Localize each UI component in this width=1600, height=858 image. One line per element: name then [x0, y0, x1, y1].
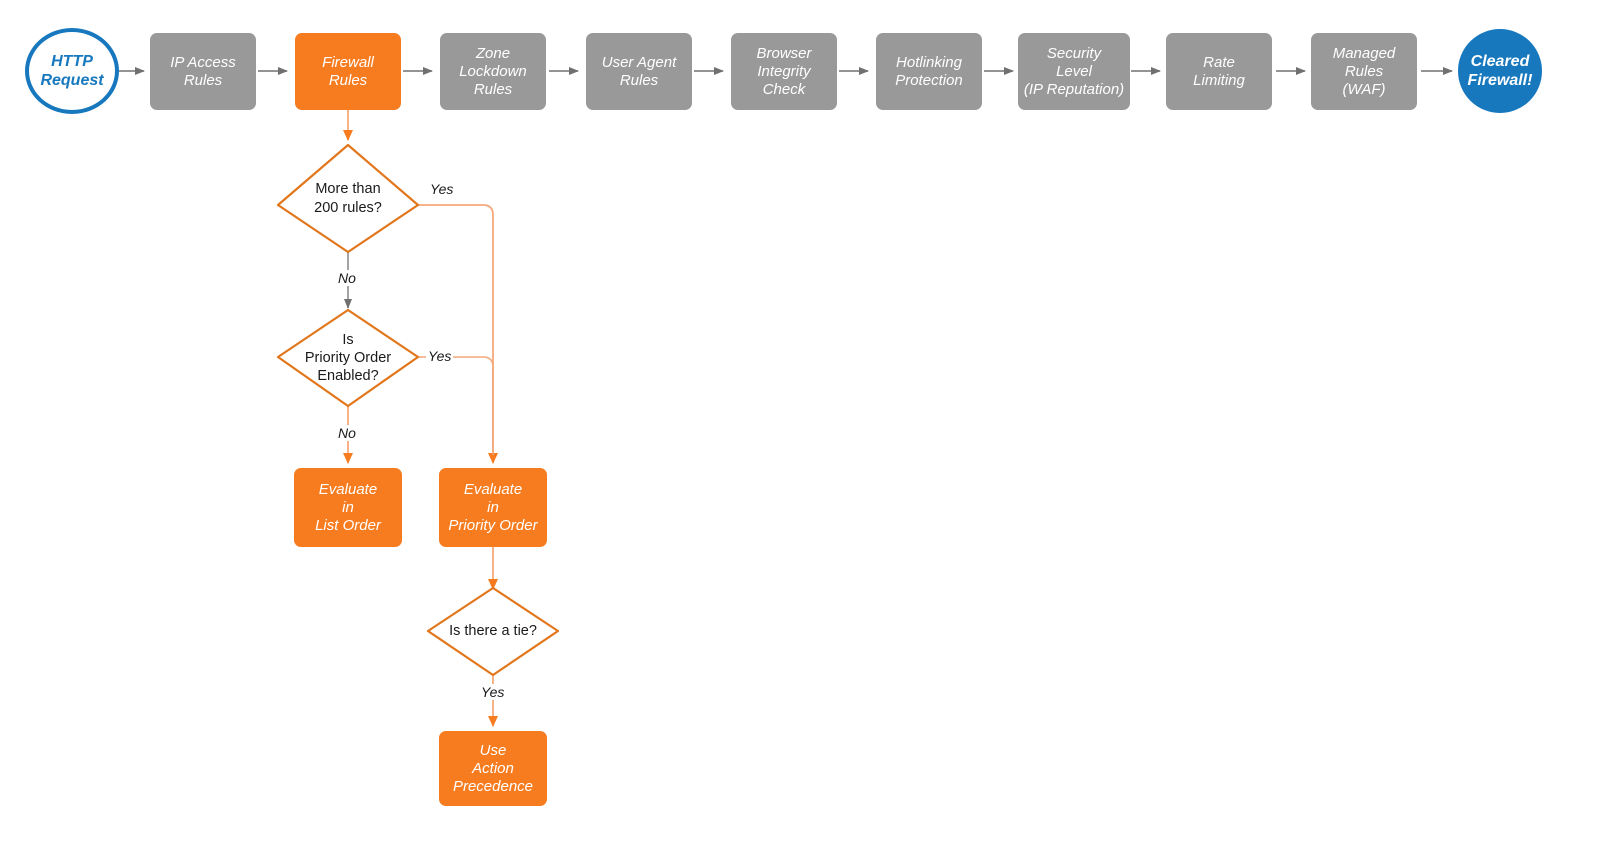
node-use-action-precedence-label: Use Action Precedence [452, 741, 534, 795]
edge-more-than-200-yes [418, 204, 498, 464]
node-evaluate-in-list-order[interactable]: Evaluate in List Order [294, 468, 402, 547]
edge-label-priority-order-no: No [336, 425, 358, 441]
node-http-request-label: HTTP Request [40, 52, 104, 89]
decision-is-there-a-tie[interactable]: Is there a tie? [428, 588, 558, 675]
node-security-level-label: Security Level (IP Reputation) [1023, 44, 1125, 98]
decision-is-priority-order-enabled[interactable]: Is Priority Order Enabled? [278, 310, 418, 406]
node-hotlinking-protection[interactable]: Hotlinking Protection [876, 33, 982, 110]
decision-more-than-200-rules[interactable]: More than 200 rules? [278, 145, 418, 252]
edge-priority-order-yes [418, 356, 494, 455]
node-managed-rules-waf-label: Managed Rules (WAF) [1332, 44, 1396, 98]
node-zone-lockdown-rules-label: Zone Lockdown Rules [459, 44, 527, 98]
node-browser-integrity-check-label: Browser Integrity Check [756, 44, 812, 98]
node-cleared-firewall[interactable]: Cleared Firewall! [1458, 29, 1542, 113]
node-evaluate-in-priority-order-label: Evaluate in Priority Order [448, 480, 538, 534]
node-rate-limiting[interactable]: Rate Limiting [1166, 33, 1272, 110]
edge-label-more-than-200-no: No [336, 270, 358, 286]
node-zone-lockdown-rules[interactable]: Zone Lockdown Rules [440, 33, 546, 110]
decision-more-than-200-rules-label: More than 200 rules? [314, 181, 382, 216]
edge-label-more-than-200-yes: Yes [428, 181, 456, 197]
edge-label-tie-yes: Yes [479, 684, 507, 700]
decision-is-there-a-tie-label: Is there a tie? [449, 623, 537, 640]
node-cleared-firewall-label: Cleared Firewall! [1467, 52, 1533, 89]
node-user-agent-rules[interactable]: User Agent Rules [586, 33, 692, 110]
edge-label-priority-order-yes: Yes [426, 348, 454, 364]
node-ip-access-rules-label: IP Access Rules [170, 53, 236, 89]
node-browser-integrity-check[interactable]: Browser Integrity Check [731, 33, 837, 110]
node-firewall-rules[interactable]: Firewall Rules [295, 33, 401, 110]
node-managed-rules-waf[interactable]: Managed Rules (WAF) [1311, 33, 1417, 110]
node-rate-limiting-label: Rate Limiting [1193, 53, 1245, 89]
node-security-level[interactable]: Security Level (IP Reputation) [1018, 33, 1130, 110]
node-user-agent-rules-label: User Agent Rules [601, 53, 677, 89]
node-firewall-rules-label: Firewall Rules [322, 53, 374, 89]
node-ip-access-rules[interactable]: IP Access Rules [150, 33, 256, 110]
node-use-action-precedence[interactable]: Use Action Precedence [439, 731, 547, 806]
node-evaluate-in-priority-order[interactable]: Evaluate in Priority Order [439, 468, 547, 547]
node-hotlinking-protection-label: Hotlinking Protection [895, 53, 963, 89]
node-evaluate-in-list-order-label: Evaluate in List Order [315, 480, 381, 534]
node-http-request[interactable]: HTTP Request [25, 28, 119, 114]
decision-is-priority-order-enabled-label: Is Priority Order Enabled? [304, 331, 392, 385]
